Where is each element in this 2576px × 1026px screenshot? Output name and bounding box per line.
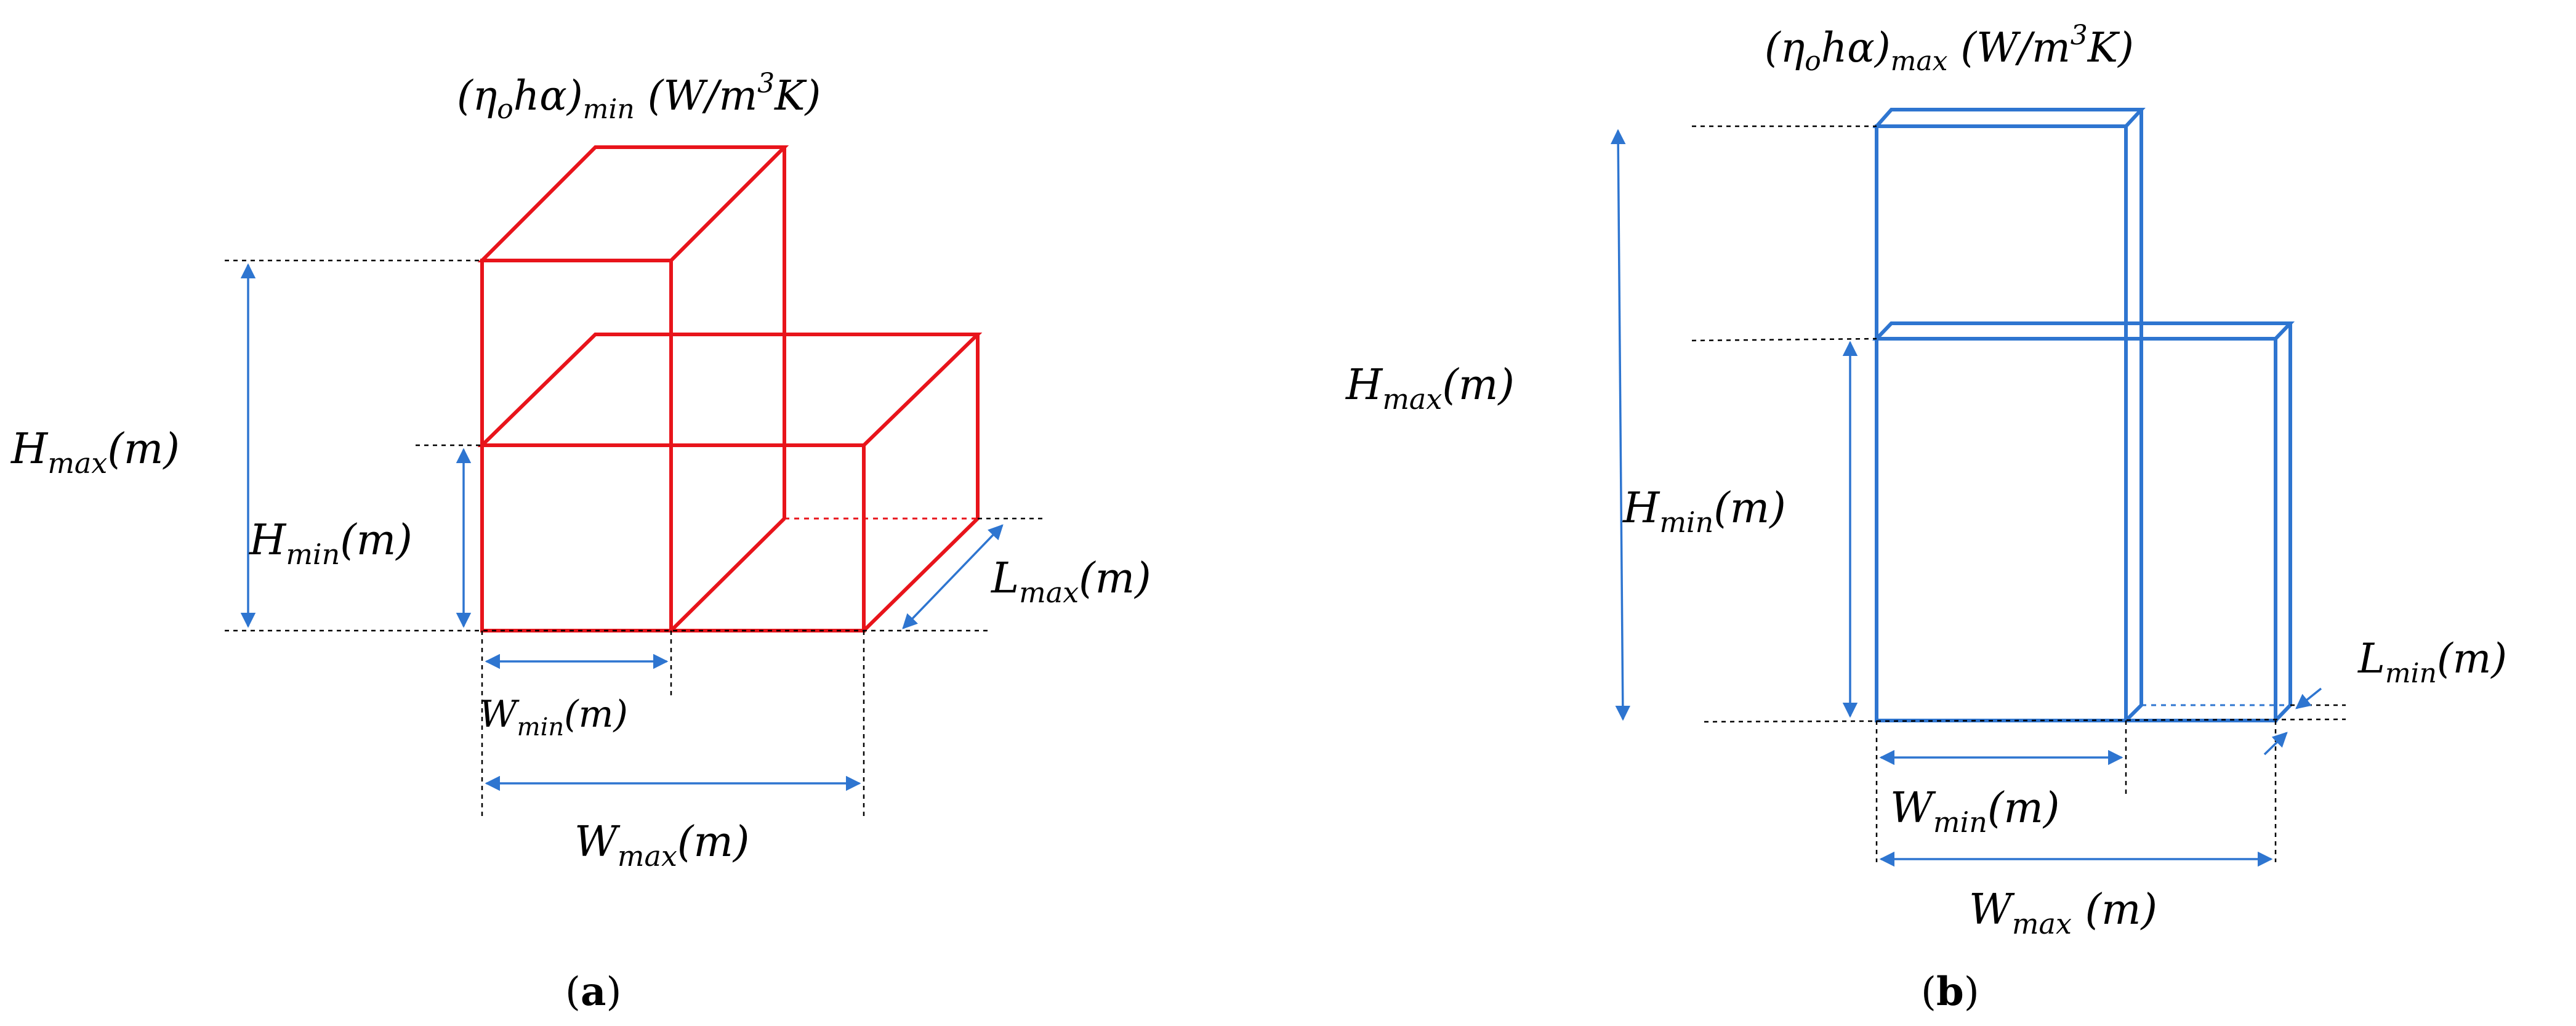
panel-b-top-label: (ηohα)max (W/m3K): [1765, 20, 2134, 77]
panel-a-top-label: (ηohα)min (W/m3K): [457, 68, 821, 125]
panel-a-wmax-label: Wmax(m): [574, 818, 749, 873]
panel-b-lmin-arrow-lower: [2263, 732, 2288, 756]
panel-b-tall-box-side: [2124, 110, 2143, 722]
panel-a-tall-box-top: [477, 145, 789, 262]
panel-b-wide-box-top: [1872, 321, 2295, 341]
panel-b-wide-box: [1872, 321, 2295, 722]
panel-a-inner-diagonal: [669, 517, 786, 632]
panel-a-hmax-label: Hmax(m): [10, 425, 180, 480]
panel-b-hmin-label: Hmin(m): [1622, 484, 1786, 539]
panel-b-wide-box-side: [2274, 323, 2292, 722]
panel-a-lmax-label: Lmax(m): [990, 554, 1151, 609]
panel-a-caption: (a): [565, 969, 621, 1015]
panel-a-hmin-label: Hmin(m): [248, 516, 413, 571]
panel-b-wmin-label: Wmin(m): [1890, 784, 2059, 839]
panel-b-wide-box-front: [1875, 337, 2277, 722]
panel-a-wide-box-side: [862, 334, 980, 632]
panel-b: (ηohα)max (W/m3K) Hmax(m) Hmin(m) Lmin(m…: [1345, 20, 2507, 1015]
panel-b-tall-box-top: [1872, 108, 2146, 128]
panel-a-tall-box: [477, 145, 789, 632]
panel-b-wmax-label: Wmax (m): [1969, 886, 2157, 940]
panel-a: (ηohα)min (W/m3K) Hmax(m) Hmin(m) Lmax(m…: [10, 68, 1151, 1015]
panel-b-tall-box-front: [1875, 124, 2128, 722]
panel-b-guide-mid: [1691, 337, 1877, 342]
panel-a-wide-box-top: [477, 333, 983, 447]
panel-b-lmin-label: Lmin(m): [2357, 635, 2507, 689]
panel-b-tall-box: [1872, 108, 2146, 722]
panel-b-caption: (b): [1921, 969, 1979, 1015]
panel-b-hmax-arrow: [1610, 129, 1631, 721]
panel-a-lmax-arrow: [902, 524, 1004, 629]
panel-b-guide-bottom: [1704, 718, 2346, 723]
panel-b-hmax-label: Hmax(m): [1345, 361, 1515, 416]
panel-b-lmin-arrow-upper: [2295, 687, 2322, 709]
panel-a-wide-box: [477, 261, 983, 632]
panel-a-wmin-label: Wmin(m): [479, 693, 628, 741]
